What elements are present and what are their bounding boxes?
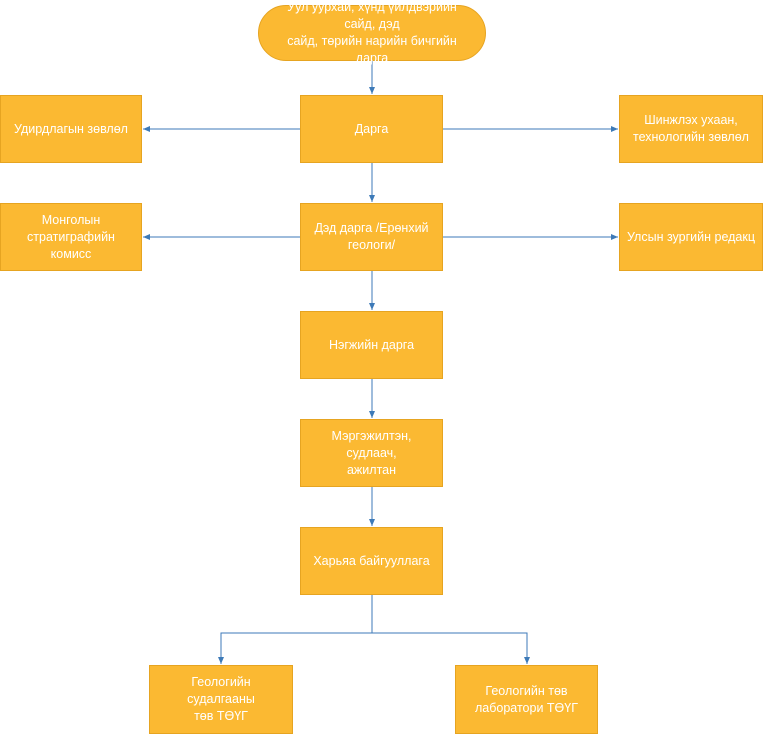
node-management-council[interactable]: Удирдлагын зөвлөл xyxy=(0,95,142,163)
connector-subordinate-to-research-center xyxy=(218,595,373,664)
node-deputy-director[interactable]: Дэд дарга /Ерөнхий геологи/ xyxy=(300,203,443,271)
node-journal-editorial[interactable]: Улсын зургийн редакц xyxy=(619,203,763,271)
node-minister[interactable]: Уул уурхай, хүнд үйлдвэрийн сайд, дэд са… xyxy=(258,0,486,65)
node-specialists[interactable]: Мэргэжилтэн, судлаач, ажилтан xyxy=(300,419,443,487)
node-stratigraphy-commission[interactable]: Монголын стратиграфийн комисс xyxy=(0,203,142,271)
node-director[interactable]: Дарга xyxy=(300,95,443,163)
connector-subordinate-to-central-lab xyxy=(372,632,530,664)
node-research-center[interactable]: Геологийн судалгааны төв ТӨҮГ xyxy=(149,665,293,734)
node-central-lab[interactable]: Геологийн төв лаборатори ТӨҮГ xyxy=(455,665,598,734)
node-subordinate-organization[interactable]: Харьяа байгууллага xyxy=(300,527,443,595)
node-unit-head[interactable]: Нэгжийн дарга xyxy=(300,311,443,379)
node-science-council[interactable]: Шинжлэх ухаан, технологийн зөвлөл xyxy=(619,95,763,163)
